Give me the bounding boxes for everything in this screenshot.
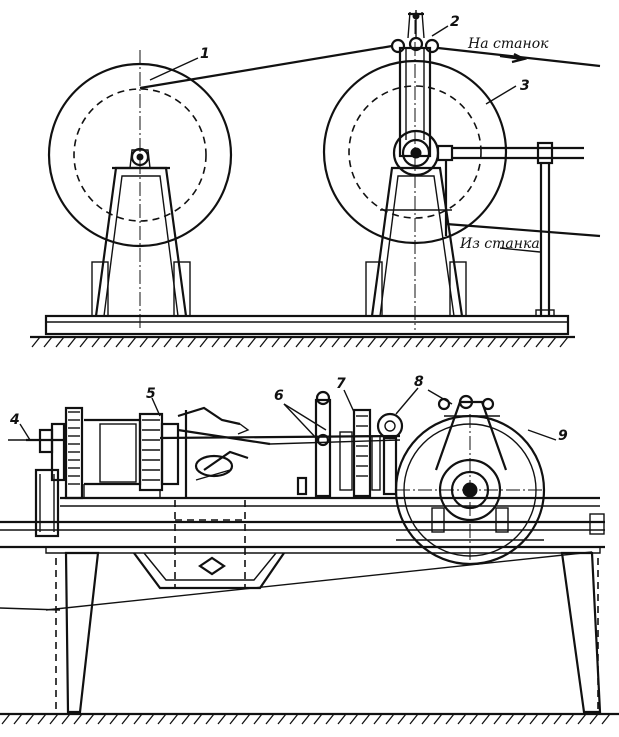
cable-guide-assembly	[177, 406, 271, 498]
wire-bottom	[159, 434, 401, 445]
bottom-leaders	[19, 387, 557, 441]
left-stand	[91, 147, 191, 317]
label-9: 9	[558, 428, 568, 444]
label-to-machine: На станок	[467, 36, 549, 52]
tensioner	[339, 408, 381, 498]
label-5: 5	[146, 386, 156, 402]
left-drum	[47, 50, 233, 330]
label-from-machine: Из станка	[459, 236, 540, 252]
machine-legs	[0, 551, 602, 714]
top-leaders	[149, 25, 517, 105]
top-ground-hatch	[30, 335, 575, 348]
guide-rollers	[296, 390, 332, 498]
pulley-8	[376, 412, 404, 496]
top-base-plate	[44, 314, 570, 336]
machine-bed	[0, 496, 605, 590]
label-2: 2	[450, 14, 460, 30]
label-6: 6	[274, 388, 284, 404]
label-1: 1	[200, 46, 210, 62]
wire-paths	[139, 44, 601, 253]
bottom-assembly: 4 5 6 7 8 9	[0, 374, 619, 725]
gear-head	[8, 406, 84, 538]
label-4: 4	[9, 412, 20, 428]
take-up-drum	[394, 394, 546, 566]
bottom-ground-hatch	[0, 712, 619, 725]
label-7: 7	[336, 376, 346, 392]
label-8: 8	[414, 374, 424, 390]
right-stand	[365, 46, 584, 317]
top-assembly: 1 2 3 На станок Из станка	[30, 10, 601, 348]
winding-spindle	[83, 412, 180, 498]
label-3: 3	[520, 78, 530, 94]
